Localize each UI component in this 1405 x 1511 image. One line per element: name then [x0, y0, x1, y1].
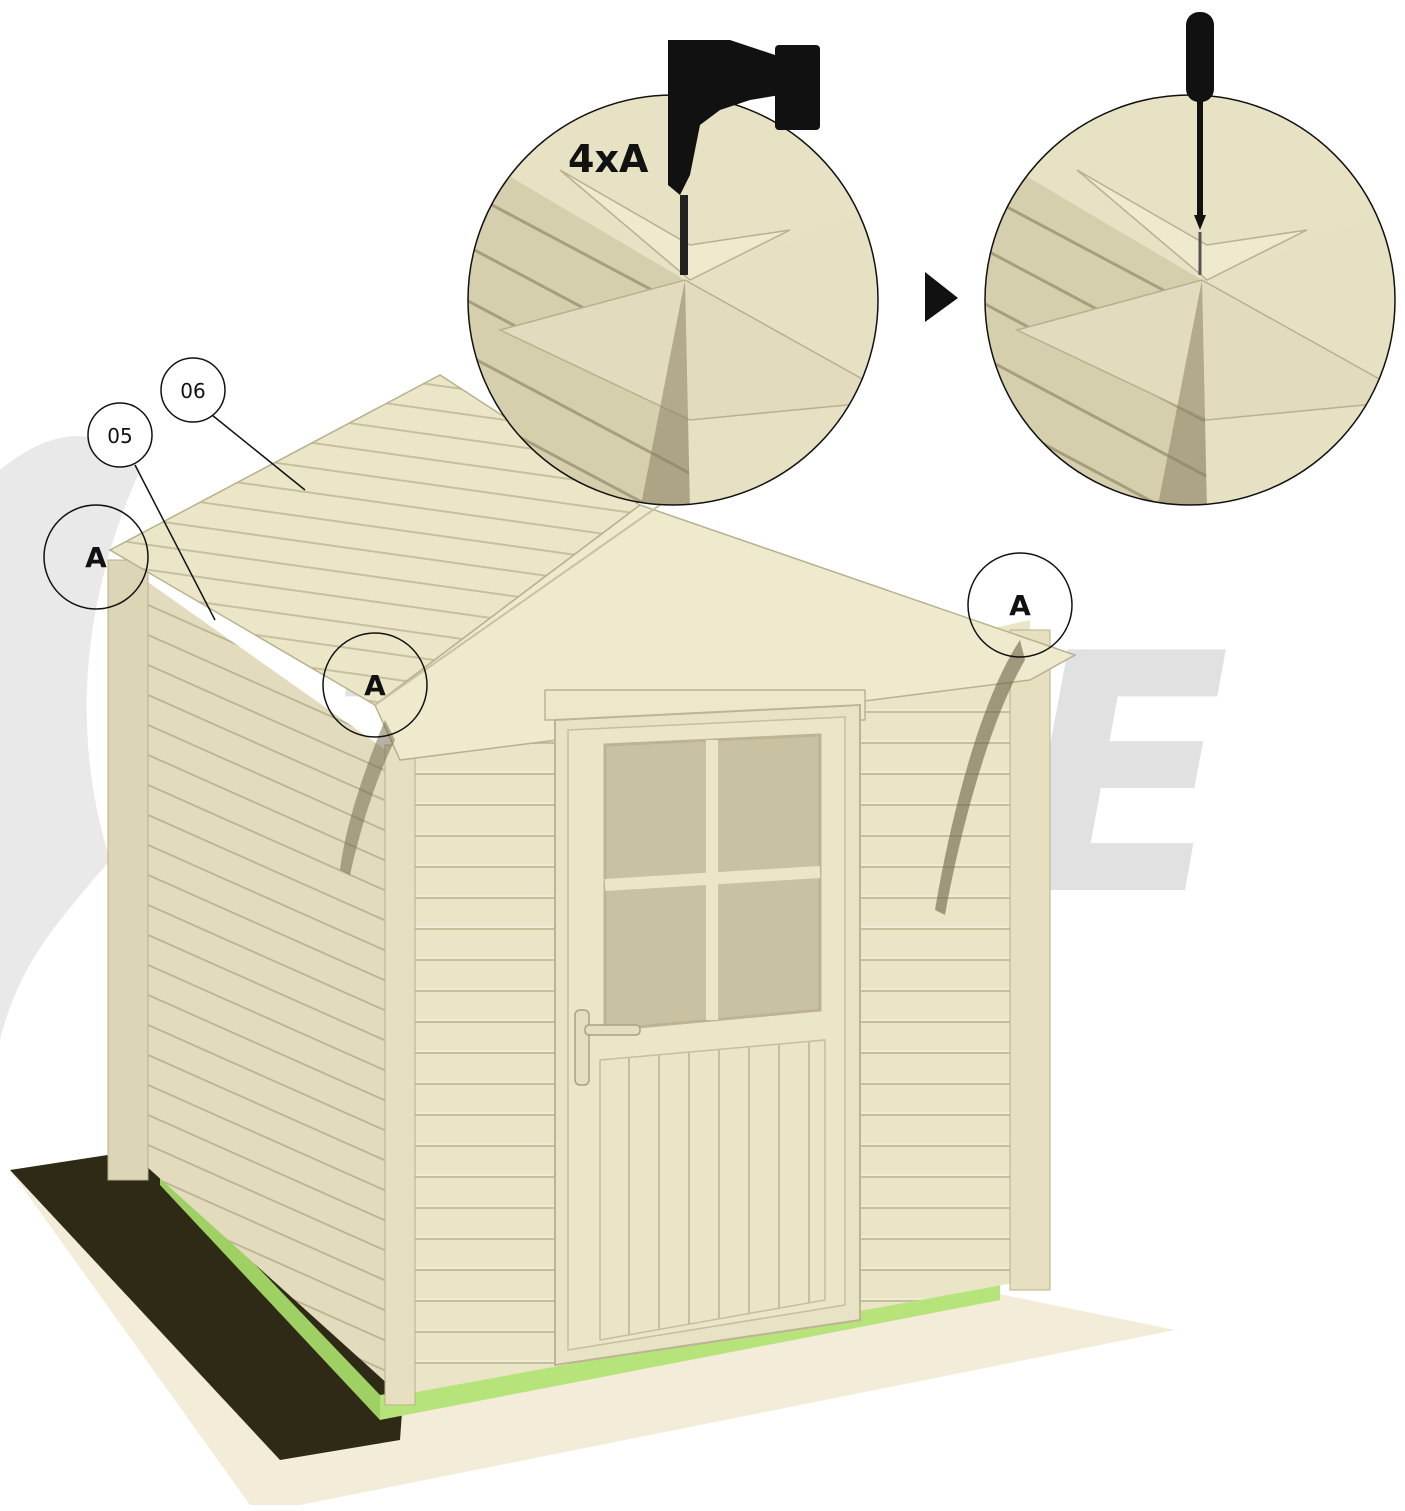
- door-handle: [575, 1010, 589, 1085]
- front-corner-log-ends: [385, 745, 415, 1405]
- corner-label: A: [1009, 589, 1031, 622]
- left-log-ends: [108, 560, 148, 1180]
- arrow-right-icon: [925, 272, 958, 322]
- right-log-ends: [1010, 630, 1050, 1290]
- detail-view-screwdriver: [982, 95, 1405, 510]
- part-number-06: 06: [180, 379, 205, 403]
- door: [545, 690, 865, 1365]
- door-handle-lever: [585, 1025, 640, 1035]
- part-number-05: 05: [107, 424, 132, 448]
- quantity-label: 4xA: [568, 137, 649, 181]
- door-lower-panel: [600, 1040, 825, 1340]
- corner-label: A: [364, 669, 386, 702]
- corner-label: A: [85, 541, 107, 574]
